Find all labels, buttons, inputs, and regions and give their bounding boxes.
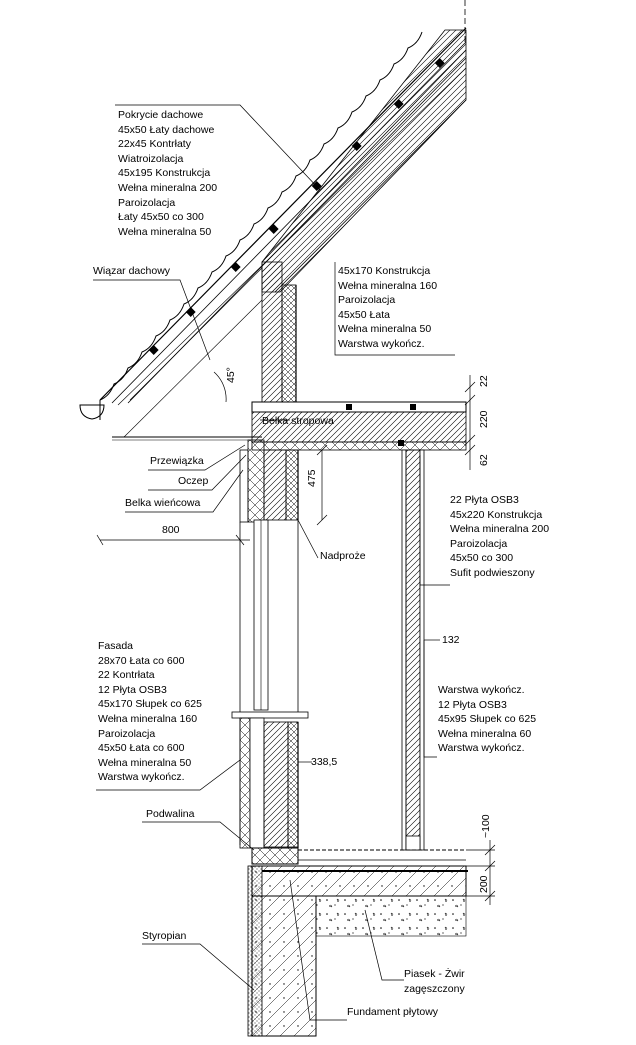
floor-beam-label: Belka stropowa	[262, 415, 334, 427]
facade-layer-7: Paroizolacja	[98, 727, 156, 740]
partition-layer-2: 12 Płyta OSB3	[438, 698, 507, 711]
facade-layer-1: Fasada	[98, 640, 134, 652]
roof-layer-3: 22x45 Kontrłaty	[118, 138, 191, 151]
rafter-tail-label: Oczep	[178, 475, 209, 487]
styrofoam-label: Styropian	[142, 930, 187, 942]
kneewall-layer-4: 45x50 Łata	[338, 308, 390, 321]
roof-layer-1: Pokrycie dachowe	[118, 109, 204, 121]
facade-layer-8: 45x50 Łata co 600	[98, 742, 185, 755]
kneewall-layers-label: 45x170 Konstrukcja Wełna mineralna 160 P…	[338, 264, 437, 352]
dim-200: 200	[478, 875, 490, 893]
partition-wall	[401, 449, 425, 851]
foundation-slab	[247, 865, 468, 1037]
truss-label: Wiązar dachowy	[93, 265, 171, 277]
partition-layer-1: Warstwa wykończ.	[438, 684, 525, 696]
dim-62: 62	[478, 454, 490, 466]
ceiling-layers-label: 22 Płyta OSB3 45x220 Konstrukcja Wełna m…	[450, 493, 549, 581]
dim-475: 475	[306, 469, 318, 487]
ceiling-layer-4: Paroizolacja	[450, 537, 508, 550]
ceiling-layer-1: 22 Płyta OSB3	[450, 494, 519, 506]
kneewall-layer-6: Warstwa wykończ.	[338, 337, 425, 350]
facade-layers-label: Fasada 28x70 Łata co 600 22 Kontrłata 12…	[98, 639, 202, 785]
partition-layer-3: 45x95 Słupek co 625	[438, 713, 537, 726]
sand-line-2: zagęszczony	[404, 982, 465, 995]
facade-layer-10: Warstwa wykończ.	[98, 771, 185, 784]
facade-layer-5: 45x170 Słupek co 625	[98, 698, 202, 711]
facade-layer-4: 12 Płyta OSB3	[98, 683, 167, 696]
roof-layer-8: Łaty 45x50 co 300	[118, 211, 204, 224]
kneewall-layer-2: Wełna mineralna 160	[338, 279, 438, 292]
ceiling-layer-2: 45x220 Konstrukcja	[450, 508, 543, 521]
facade-layer-2: 28x70 Łata co 600	[98, 654, 185, 667]
facade-layer-6: Wełna mineralna 160	[98, 712, 198, 725]
roof-assembly	[79, 27, 467, 441]
partition-layers-label: Warstwa wykończ. 12 Płyta OSB3 45x95 Słu…	[438, 683, 536, 756]
roof-layers-label: Pokrycie dachowe 45x50 Łaty dachowe 22x4…	[118, 108, 217, 239]
kneewall-layer-3: Paroizolacja	[338, 294, 396, 307]
facade-layer-3: 22 Kontrłata	[98, 669, 155, 682]
roof-layer-4: Wiatroizolacja	[118, 152, 184, 165]
foundation-label: Fundament płytowy	[347, 1006, 439, 1018]
ring-beam-label: Belka wieńcowa	[125, 497, 201, 509]
dim-22: 22	[478, 375, 490, 387]
partition-layer-4: Wełna mineralna 60	[438, 727, 532, 740]
ceiling-layer-6: Sufit podwieszony	[450, 566, 535, 579]
lintel-label: Nadproże	[320, 550, 366, 562]
roof-layer-7: Paroizolacja	[118, 196, 176, 209]
dim-800: 800	[162, 524, 180, 536]
leader-lines	[93, 104, 455, 1021]
exterior-wall	[231, 439, 309, 865]
ceiling-layer-5: 45x50 co 300	[450, 552, 514, 565]
dim-220: 220	[478, 410, 490, 428]
roof-layer-6: Wełna mineralna 200	[118, 181, 218, 194]
roof-layer-5: 45x195 Konstrukcja	[118, 167, 211, 180]
roof-layer-2: 45x50 Łaty dachowe	[118, 123, 215, 136]
dim-132: 132	[442, 634, 460, 646]
facade-layer-9: Wełna mineralna 50	[98, 756, 192, 769]
strut-label: Przewiązka	[150, 455, 204, 467]
knee-wall	[261, 261, 297, 403]
dimension-lines	[96, 375, 496, 905]
sill-plate-label: Podwalina	[146, 808, 195, 820]
sand-gravel-label: Piasek - Żwir zagęszczony	[404, 967, 465, 996]
ceiling-layer-3: Wełna mineralna 200	[450, 523, 550, 536]
kneewall-layer-1: 45x170 Konstrukcja	[338, 265, 431, 277]
roof-angle-dim: 45°	[225, 367, 237, 383]
dim-338: 338,5	[311, 756, 338, 768]
partition-layer-5: Warstwa wykończ.	[438, 742, 525, 755]
sand-line-1: Piasek - Żwir	[404, 968, 465, 980]
kneewall-layer-5: Wełna mineralna 50	[338, 323, 432, 336]
dim-100: ~100	[480, 814, 492, 838]
roof-layer-9: Wełna mineralna 50	[118, 225, 212, 238]
floor-slab	[251, 401, 467, 451]
